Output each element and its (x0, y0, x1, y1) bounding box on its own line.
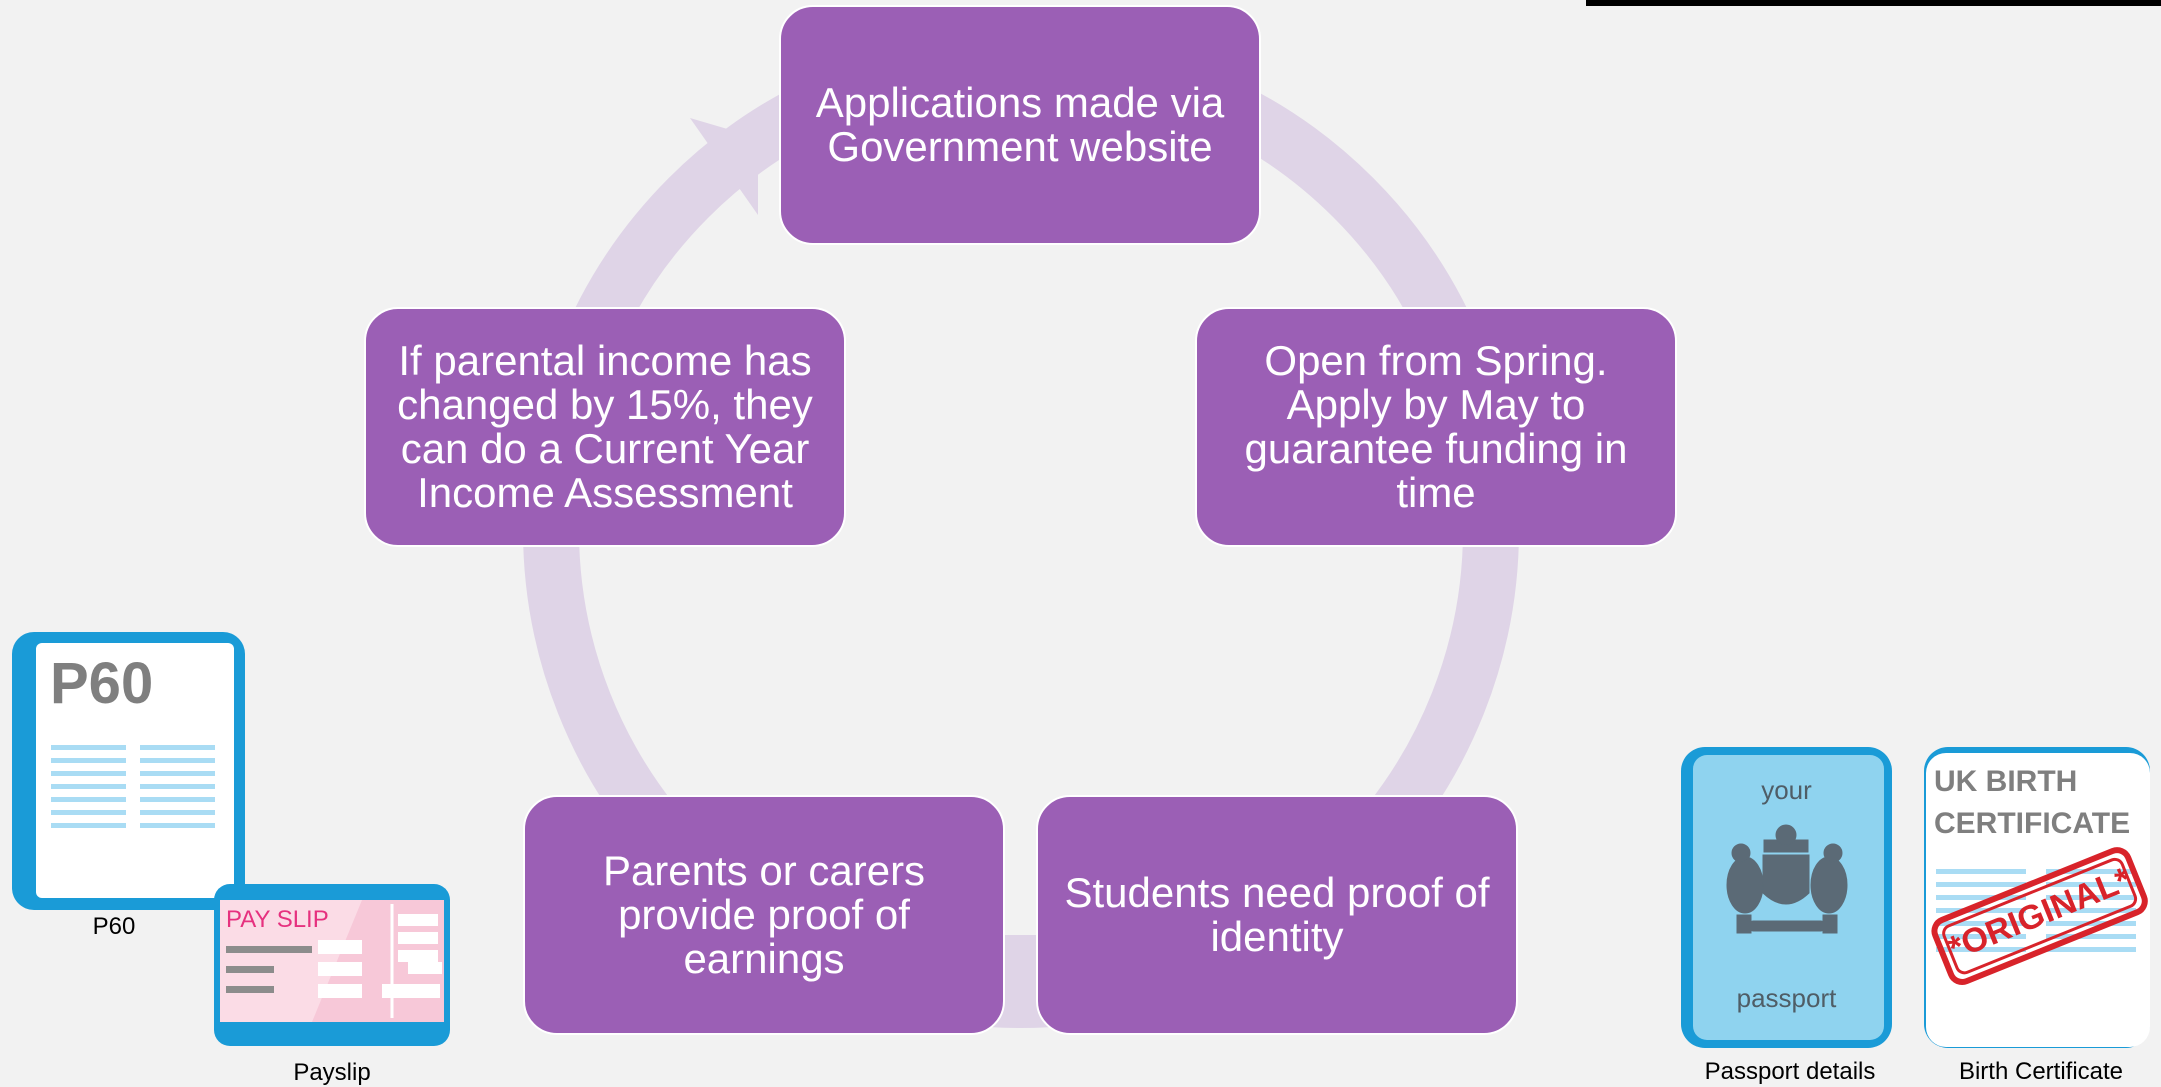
birth-certificate-heading-line2: CERTIFICATE (1934, 807, 2131, 840)
cycle-step-open-from-spring: Open from Spring. Apply by May to guaran… (1195, 307, 1677, 547)
payslip-caption: Payslip (293, 1059, 371, 1086)
passport-bottom-text: passport (1736, 983, 1837, 1013)
p60-caption: P60 (92, 913, 136, 940)
payslip-heading: PAY SLIP (226, 906, 329, 933)
cycle-step-proof-of-identity: Students need proof of identity (1036, 795, 1518, 1035)
passport-caption: Passport details (1704, 1058, 1876, 1085)
p60-document-icon: P60 (10, 630, 247, 912)
birth-certificate-caption: Birth Certificate (1958, 1058, 2124, 1085)
birth-certificate-heading-line1: UK BIRTH (1934, 765, 2078, 798)
birth-certificate-icon: UK BIRTH CERTIFICATE *ORIGINAL* (1922, 745, 2152, 1050)
cycle-ring-joint (1004, 935, 1040, 991)
cycle-arrow-head (690, 118, 758, 215)
cycle-step-proof-of-earnings: Parents or carers provide proof of earni… (523, 795, 1005, 1035)
passport-document-icon: your passport (1679, 745, 1894, 1050)
top-edge-bar (1586, 0, 2161, 6)
cycle-step-income-assessment: If parental income has changed by 15%, t… (364, 307, 846, 547)
passport-top-text: your (1761, 775, 1812, 805)
p60-heading: P60 (50, 651, 154, 716)
payslip-document-icon: PAY SLIP (212, 882, 452, 1048)
cycle-step-applications: Applications made via Government website (779, 5, 1261, 245)
